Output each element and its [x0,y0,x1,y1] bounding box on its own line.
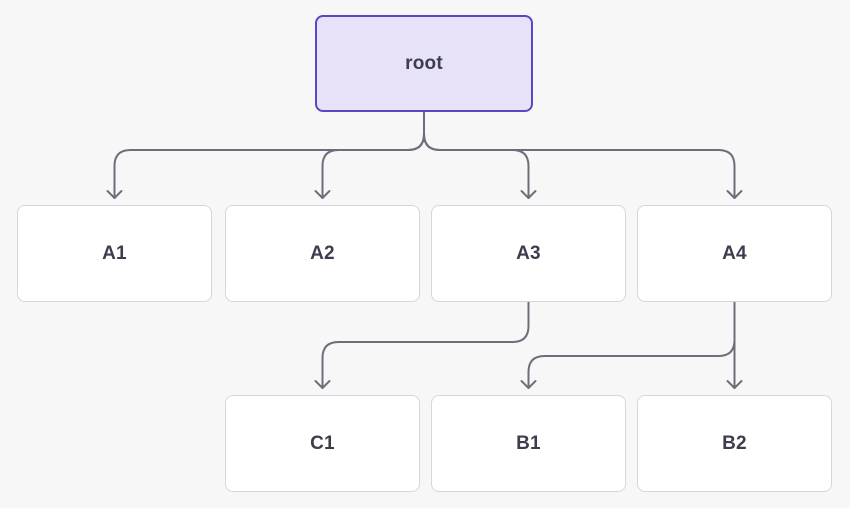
node-root[interactable]: root [315,15,533,112]
node-label: root [405,52,443,74]
node-B2[interactable]: B2 [637,395,832,492]
node-B1[interactable]: B1 [431,395,626,492]
node-A1[interactable]: A1 [17,205,212,302]
node-A3[interactable]: A3 [431,205,626,302]
node-label: C1 [310,432,335,454]
node-label: A1 [102,242,127,264]
node-label: B2 [722,432,747,454]
node-A2[interactable]: A2 [225,205,420,302]
node-label: A4 [722,242,747,264]
node-label: A2 [310,242,335,264]
node-label: B1 [516,432,541,454]
node-C1[interactable]: C1 [225,395,420,492]
node-label: A3 [516,242,541,264]
node-A4[interactable]: A4 [637,205,832,302]
